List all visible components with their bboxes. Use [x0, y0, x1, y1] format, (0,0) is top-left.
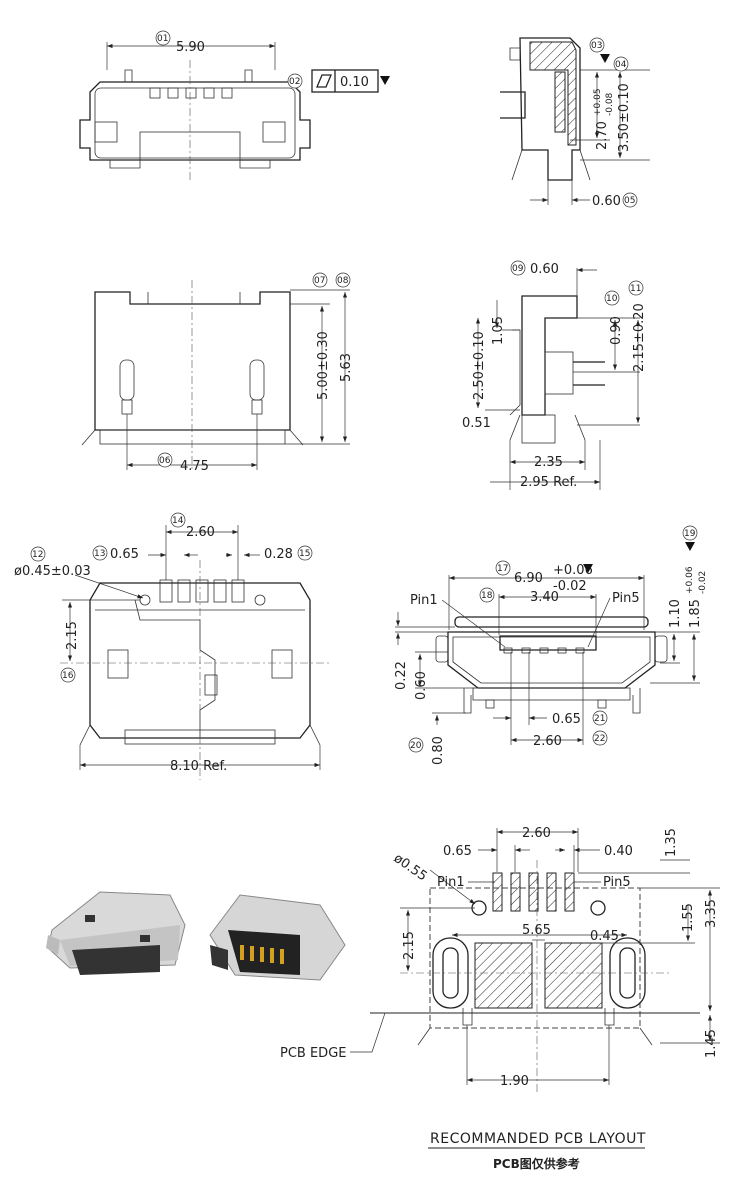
top-view: 07 08 5.00±0.30 5.63 06 4.75 [81, 272, 354, 474]
callout-19: 19 [684, 529, 696, 539]
dim-total-height: 3.50±0.10 [617, 83, 632, 152]
key-dimension-icon [380, 76, 390, 85]
dim-0-22: 0.22 [394, 661, 409, 690]
dim-top: 0.60 [530, 262, 559, 277]
dim-pad-width: 0.40 [604, 844, 633, 859]
dim-width-plus: +0.06 [553, 563, 593, 578]
dim-inner-minus: -0.08 [605, 92, 615, 116]
dim-0-51: 0.51 [462, 416, 491, 431]
dim-pitch-total: 2.60 [186, 525, 215, 540]
dim-height: 1.85 [688, 599, 703, 628]
callout-07: 07 [314, 276, 325, 286]
dim-2-15: 2.15 [65, 621, 80, 650]
callout-10: 10 [606, 294, 618, 304]
dim-2-35: 2.35 [534, 455, 563, 470]
connector-photo-front [46, 891, 186, 975]
dim-pitch-total: 2.60 [522, 826, 551, 841]
dim-2-15: 2.15 [402, 931, 417, 960]
dim-height-minus: -0.02 [698, 571, 708, 594]
callout-02: 02 [289, 77, 300, 87]
side-view: 03 04 2.70 +0.05-0.08 3.50±0.10 0.60 05 [500, 37, 650, 209]
dim-thickness: 0.60 [592, 194, 621, 209]
dim-overall: 8.10 Ref. [170, 759, 227, 774]
dim-hole: ø0.45±0.03 [14, 564, 91, 579]
dim-width: 4.75 [180, 459, 209, 474]
callout-14: 14 [172, 516, 184, 526]
pcb-note: PCB图仅供参考 [493, 1156, 580, 1171]
dim-2-95-ref: 2.95 Ref. [520, 475, 577, 490]
pin5-label: Pin5 [603, 875, 631, 890]
dim-1-55: 1.55 [681, 903, 696, 932]
callout-05: 05 [624, 196, 635, 206]
dim-5-65: 5.65 [522, 923, 551, 938]
callout-12: 12 [32, 550, 43, 560]
dim-3-35: 3.35 [704, 899, 719, 928]
dim-pitch: 0.65 [443, 844, 472, 859]
dim-length-b: 5.63 [339, 353, 354, 382]
mating-view: 17 6.90 +0.06 -0.02 Pin1 18 3.40 Pin5 19… [394, 525, 708, 765]
dim-3-40: 3.40 [530, 590, 559, 605]
pin1-label: Pin1 [410, 593, 438, 608]
dim-0-80: 0.80 [431, 736, 446, 765]
dim-length-a: 5.00±0.30 [316, 331, 331, 400]
dim-2-50: 2.50±0.10 [472, 331, 487, 400]
dim-pitch: 0.65 [110, 547, 139, 562]
callout-15: 15 [299, 549, 310, 559]
callout-03: 03 [591, 41, 602, 51]
dim-width-main: 6.90 [514, 571, 543, 586]
callout-13: 13 [94, 549, 105, 559]
dim-width: 5.90 [176, 40, 205, 55]
dim-0-45: 0.45 [590, 929, 619, 944]
dim-0-60: 0.60 [414, 671, 429, 700]
dim-0-90: 0.90 [609, 316, 624, 345]
callout-17: 17 [497, 564, 508, 574]
dim-1-90: 1.90 [500, 1074, 529, 1089]
callout-04: 04 [615, 60, 627, 70]
dim-pin-width: 0.28 [264, 547, 293, 562]
dim-hole: ø0.55 [391, 851, 430, 884]
pcb-layout-title: RECOMMANDED PCB LAYOUT [430, 1131, 646, 1147]
pcb-layout: 2.60 0.65 0.40 1.35 ø0.55 Pin1 Pin5 5.65… [280, 826, 720, 1171]
dim-height-plus: +0.06 [685, 566, 695, 594]
callout-11: 11 [630, 284, 641, 294]
callout-16: 16 [62, 671, 74, 681]
dim-pitch-total: 2.60 [533, 734, 562, 749]
connector-photo-back [209, 894, 346, 981]
callout-06: 06 [159, 456, 171, 466]
flatness-tolerance: 0.10 [340, 75, 369, 90]
flatness-icon [316, 74, 332, 88]
front-view: 01 5.90 02 0.10 [79, 30, 390, 180]
dim-1-45: 1.45 [704, 1029, 719, 1058]
pin5-label: Pin5 [612, 591, 640, 606]
dim-inner-height: 2.70 [595, 121, 610, 150]
bottom-view: 14 2.60 12 ø0.45±0.03 13 0.65 0.28 15 2.… [14, 512, 330, 780]
callout-08: 08 [337, 276, 349, 286]
dim-2-15: 2.15±0.20 [632, 303, 647, 372]
dim-1-10: 1.10 [668, 599, 683, 628]
callout-18: 18 [481, 591, 493, 601]
callout-01: 01 [157, 34, 168, 44]
dim-1-05: 1.05 [491, 316, 506, 345]
dim-inner-plus: +0.05 [593, 88, 603, 116]
pin1-label: Pin1 [437, 875, 465, 890]
dim-pitch: 0.65 [552, 712, 581, 727]
dim-width-minus: -0.02 [553, 579, 587, 594]
callout-22: 22 [594, 734, 605, 744]
pcb-edge-label: PCB EDGE [280, 1046, 346, 1061]
side-view-2: 09 0.60 10 11 0.90 2.15±0.20 1.05 2.50±0… [462, 260, 647, 490]
callout-09: 09 [512, 264, 524, 274]
dim-1-35: 1.35 [664, 828, 679, 857]
callout-21: 21 [594, 714, 605, 724]
callout-20: 20 [410, 741, 422, 751]
